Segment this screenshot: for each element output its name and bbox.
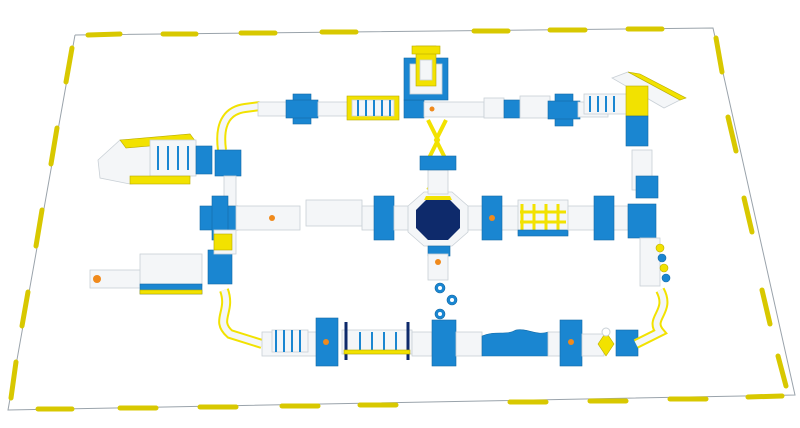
- buoys-bottom: [35, 393, 785, 412]
- buoys-left: [8, 45, 75, 401]
- slide-top-right: [583, 71, 687, 191]
- blue-pad: [547, 100, 581, 120]
- buoy: [85, 31, 123, 38]
- blue-pad: [373, 195, 395, 241]
- center-vertical-walkway: [419, 119, 458, 320]
- left-lower-walkway: [213, 229, 264, 349]
- bottom-walkway: [261, 317, 639, 367]
- walkway-segment: [639, 237, 661, 287]
- walkway-segment: [427, 253, 449, 281]
- blue-pad: [635, 175, 659, 199]
- walkway-segment: [317, 101, 349, 117]
- middle-walkway: [199, 195, 657, 241]
- buoy: [19, 289, 31, 329]
- logo-mark: [489, 215, 495, 221]
- rope-ladder: [341, 322, 413, 360]
- logo-mark: [269, 215, 275, 221]
- blue-pad: [403, 99, 425, 119]
- blue-pad: [214, 149, 242, 177]
- monkey-bars: [271, 329, 309, 353]
- buoy: [8, 359, 19, 401]
- buoy: [63, 45, 75, 85]
- wave-obstacle: [481, 329, 549, 357]
- ball-column: [655, 243, 671, 283]
- logo-mark: [323, 339, 329, 345]
- walkway-segment: [257, 101, 289, 117]
- walkway-segment: [411, 331, 433, 357]
- buoy: [745, 393, 785, 400]
- buoy: [759, 287, 773, 327]
- boundary: [7, 26, 796, 412]
- logo-mark: [429, 106, 435, 112]
- buoy: [48, 125, 60, 167]
- inflatable-block: [305, 199, 363, 227]
- blue-pad: [207, 249, 233, 285]
- walkway-segment: [235, 205, 301, 231]
- blue-pad: [419, 155, 457, 171]
- walkway-segment: [427, 169, 449, 195]
- blue-pad: [285, 99, 319, 119]
- spinner-balls: [434, 282, 458, 320]
- buoy: [741, 195, 755, 235]
- blue-pad: [503, 99, 521, 119]
- buoys-right: [713, 35, 789, 389]
- logo-mark: [568, 339, 574, 345]
- walkway-segment: [483, 97, 505, 119]
- climbing-wall-left: [89, 249, 233, 295]
- buoy: [713, 35, 725, 75]
- slide-left: [97, 133, 242, 185]
- buoy: [775, 353, 789, 389]
- walkway-segment: [455, 331, 483, 357]
- rope-bridge-top: [346, 95, 400, 121]
- blue-pad: [627, 203, 657, 239]
- buoy: [725, 114, 739, 154]
- right-walkway: [633, 175, 671, 349]
- blue-pad: [615, 329, 639, 357]
- blue-pad: [431, 319, 457, 367]
- logo-mark: [435, 259, 441, 265]
- climbing-frame: [517, 199, 569, 237]
- ball-obstacle: [597, 327, 615, 357]
- buoy: [33, 207, 45, 249]
- buoys-top: [85, 26, 665, 38]
- climbing-tower-top: [403, 45, 449, 101]
- trampoline: [407, 191, 469, 257]
- blue-pad: [593, 195, 615, 241]
- bump-obstacle: [519, 95, 551, 119]
- curved-connector-top-left: [216, 101, 261, 151]
- top-walkway: [216, 93, 609, 151]
